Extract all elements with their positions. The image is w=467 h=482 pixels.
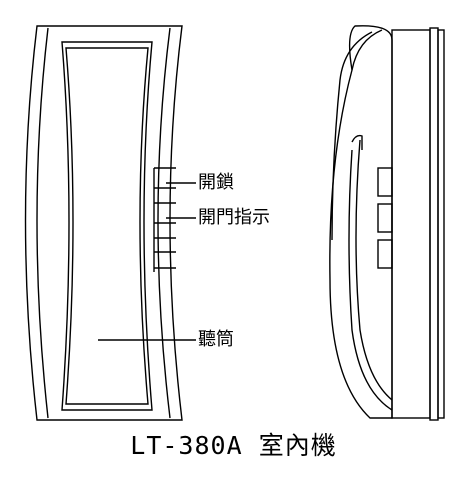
side-view: [329, 25, 445, 421]
front-left-inner-curve: [36, 27, 49, 419]
side-wall-plate-1: [429, 27, 439, 421]
label-handset: 聽筒: [198, 329, 234, 350]
side-base-body: [391, 29, 431, 419]
label-door-open-indicator: 開門指示: [198, 207, 270, 228]
side-button-unlock: [377, 167, 393, 197]
label-unlock: 開鎖: [198, 172, 234, 193]
front-view: [24, 25, 196, 421]
handset-panel-outer: [61, 41, 153, 411]
side-handset-lower-curve: [348, 149, 393, 411]
side-wall-plate-2: [437, 29, 445, 419]
side-handset-inner: [351, 29, 383, 71]
side-handset-lower-curve-2: [355, 139, 393, 401]
side-handset-curve-2: [331, 31, 373, 241]
model-caption: LT-380A 室內機: [130, 431, 337, 460]
side-button-door: [377, 203, 393, 233]
front-body-outline: [24, 25, 183, 421]
front-right-inner-curve: [157, 27, 171, 419]
side-hook: [351, 134, 363, 150]
handset-panel-inner: [65, 47, 149, 405]
side-button-3: [377, 239, 393, 269]
